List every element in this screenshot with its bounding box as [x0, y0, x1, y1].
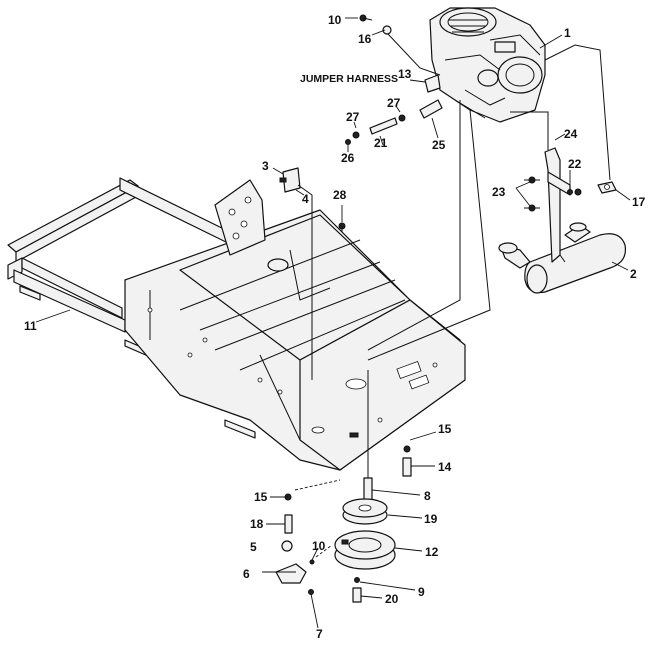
- engine-assembly: [429, 7, 546, 123]
- jumper-harness-label: JUMPER HARNESS: [300, 73, 398, 85]
- callout-26: 26: [341, 151, 355, 165]
- callout-3: 3: [262, 159, 269, 173]
- frame-assembly: [7, 177, 466, 491]
- callout-6: 6: [243, 567, 250, 581]
- callout-15-right: 15: [438, 422, 452, 436]
- callout-19: 19: [424, 512, 438, 526]
- callout-5: 5: [250, 540, 257, 554]
- callout-11: 11: [24, 319, 37, 333]
- harness-lines: [297, 33, 611, 380]
- callout-24: 24: [564, 127, 578, 141]
- callout-23: 23: [492, 185, 506, 199]
- callout-8: 8: [424, 489, 431, 503]
- muffler-bracket: [544, 147, 617, 263]
- callout-18: 18: [250, 517, 264, 531]
- callout-16: 16: [358, 32, 372, 46]
- callout-12: 12: [425, 545, 439, 559]
- callout-15-left: 15: [254, 490, 268, 504]
- hardware: [275, 14, 573, 603]
- callout-7: 7: [316, 627, 323, 641]
- callout-27-left: 27: [346, 110, 360, 124]
- callout-1: 1: [564, 26, 571, 40]
- muffler-assembly: [498, 222, 627, 294]
- callout-28: 28: [333, 188, 347, 202]
- callout-13: 13: [398, 67, 412, 81]
- callout-22: 22: [568, 157, 582, 171]
- callout-10-lower: 10: [312, 539, 326, 553]
- callout-20: 20: [385, 592, 399, 606]
- callout-21: 21: [374, 136, 388, 150]
- callout-25: 25: [432, 138, 446, 152]
- callout-10-top: 10: [328, 13, 342, 27]
- callout-27-right: 27: [387, 96, 401, 110]
- callout-2: 2: [630, 267, 637, 281]
- callouts: 1 2 3 4 5 6 7 8 9 10 10 11 12 13 14 15 1…: [24, 13, 646, 641]
- callout-17: 17: [632, 195, 646, 209]
- callout-14: 14: [438, 460, 452, 474]
- leader-lines: [35, 17, 631, 629]
- callout-9: 9: [418, 585, 425, 599]
- callout-4: 4: [302, 192, 309, 206]
